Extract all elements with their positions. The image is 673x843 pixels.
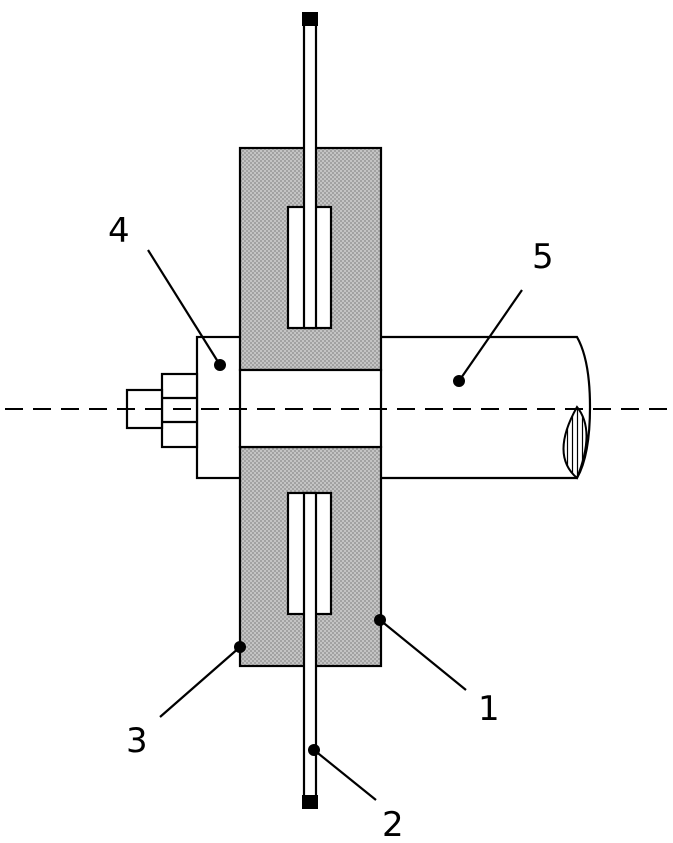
leader-1 bbox=[374, 614, 467, 691]
label-part-4: 4 bbox=[108, 211, 130, 251]
label-part-1: 1 bbox=[478, 689, 500, 729]
collar bbox=[195, 335, 244, 480]
blade-upper bbox=[302, 18, 318, 330]
blade-lower bbox=[302, 491, 318, 805]
shaft bbox=[378, 335, 592, 480]
blade-upper-tip bbox=[302, 12, 318, 26]
label-part-2: 2 bbox=[382, 805, 404, 843]
shaft-break-section bbox=[562, 405, 588, 480]
blade-lower-tip bbox=[302, 795, 318, 809]
label-part-5: 5 bbox=[532, 237, 554, 277]
label-part-3: 3 bbox=[126, 721, 148, 761]
nut bbox=[160, 372, 199, 449]
leader-3 bbox=[159, 641, 246, 718]
leader-2 bbox=[308, 744, 377, 801]
leader-5 bbox=[453, 289, 523, 387]
leader-4 bbox=[147, 249, 226, 371]
